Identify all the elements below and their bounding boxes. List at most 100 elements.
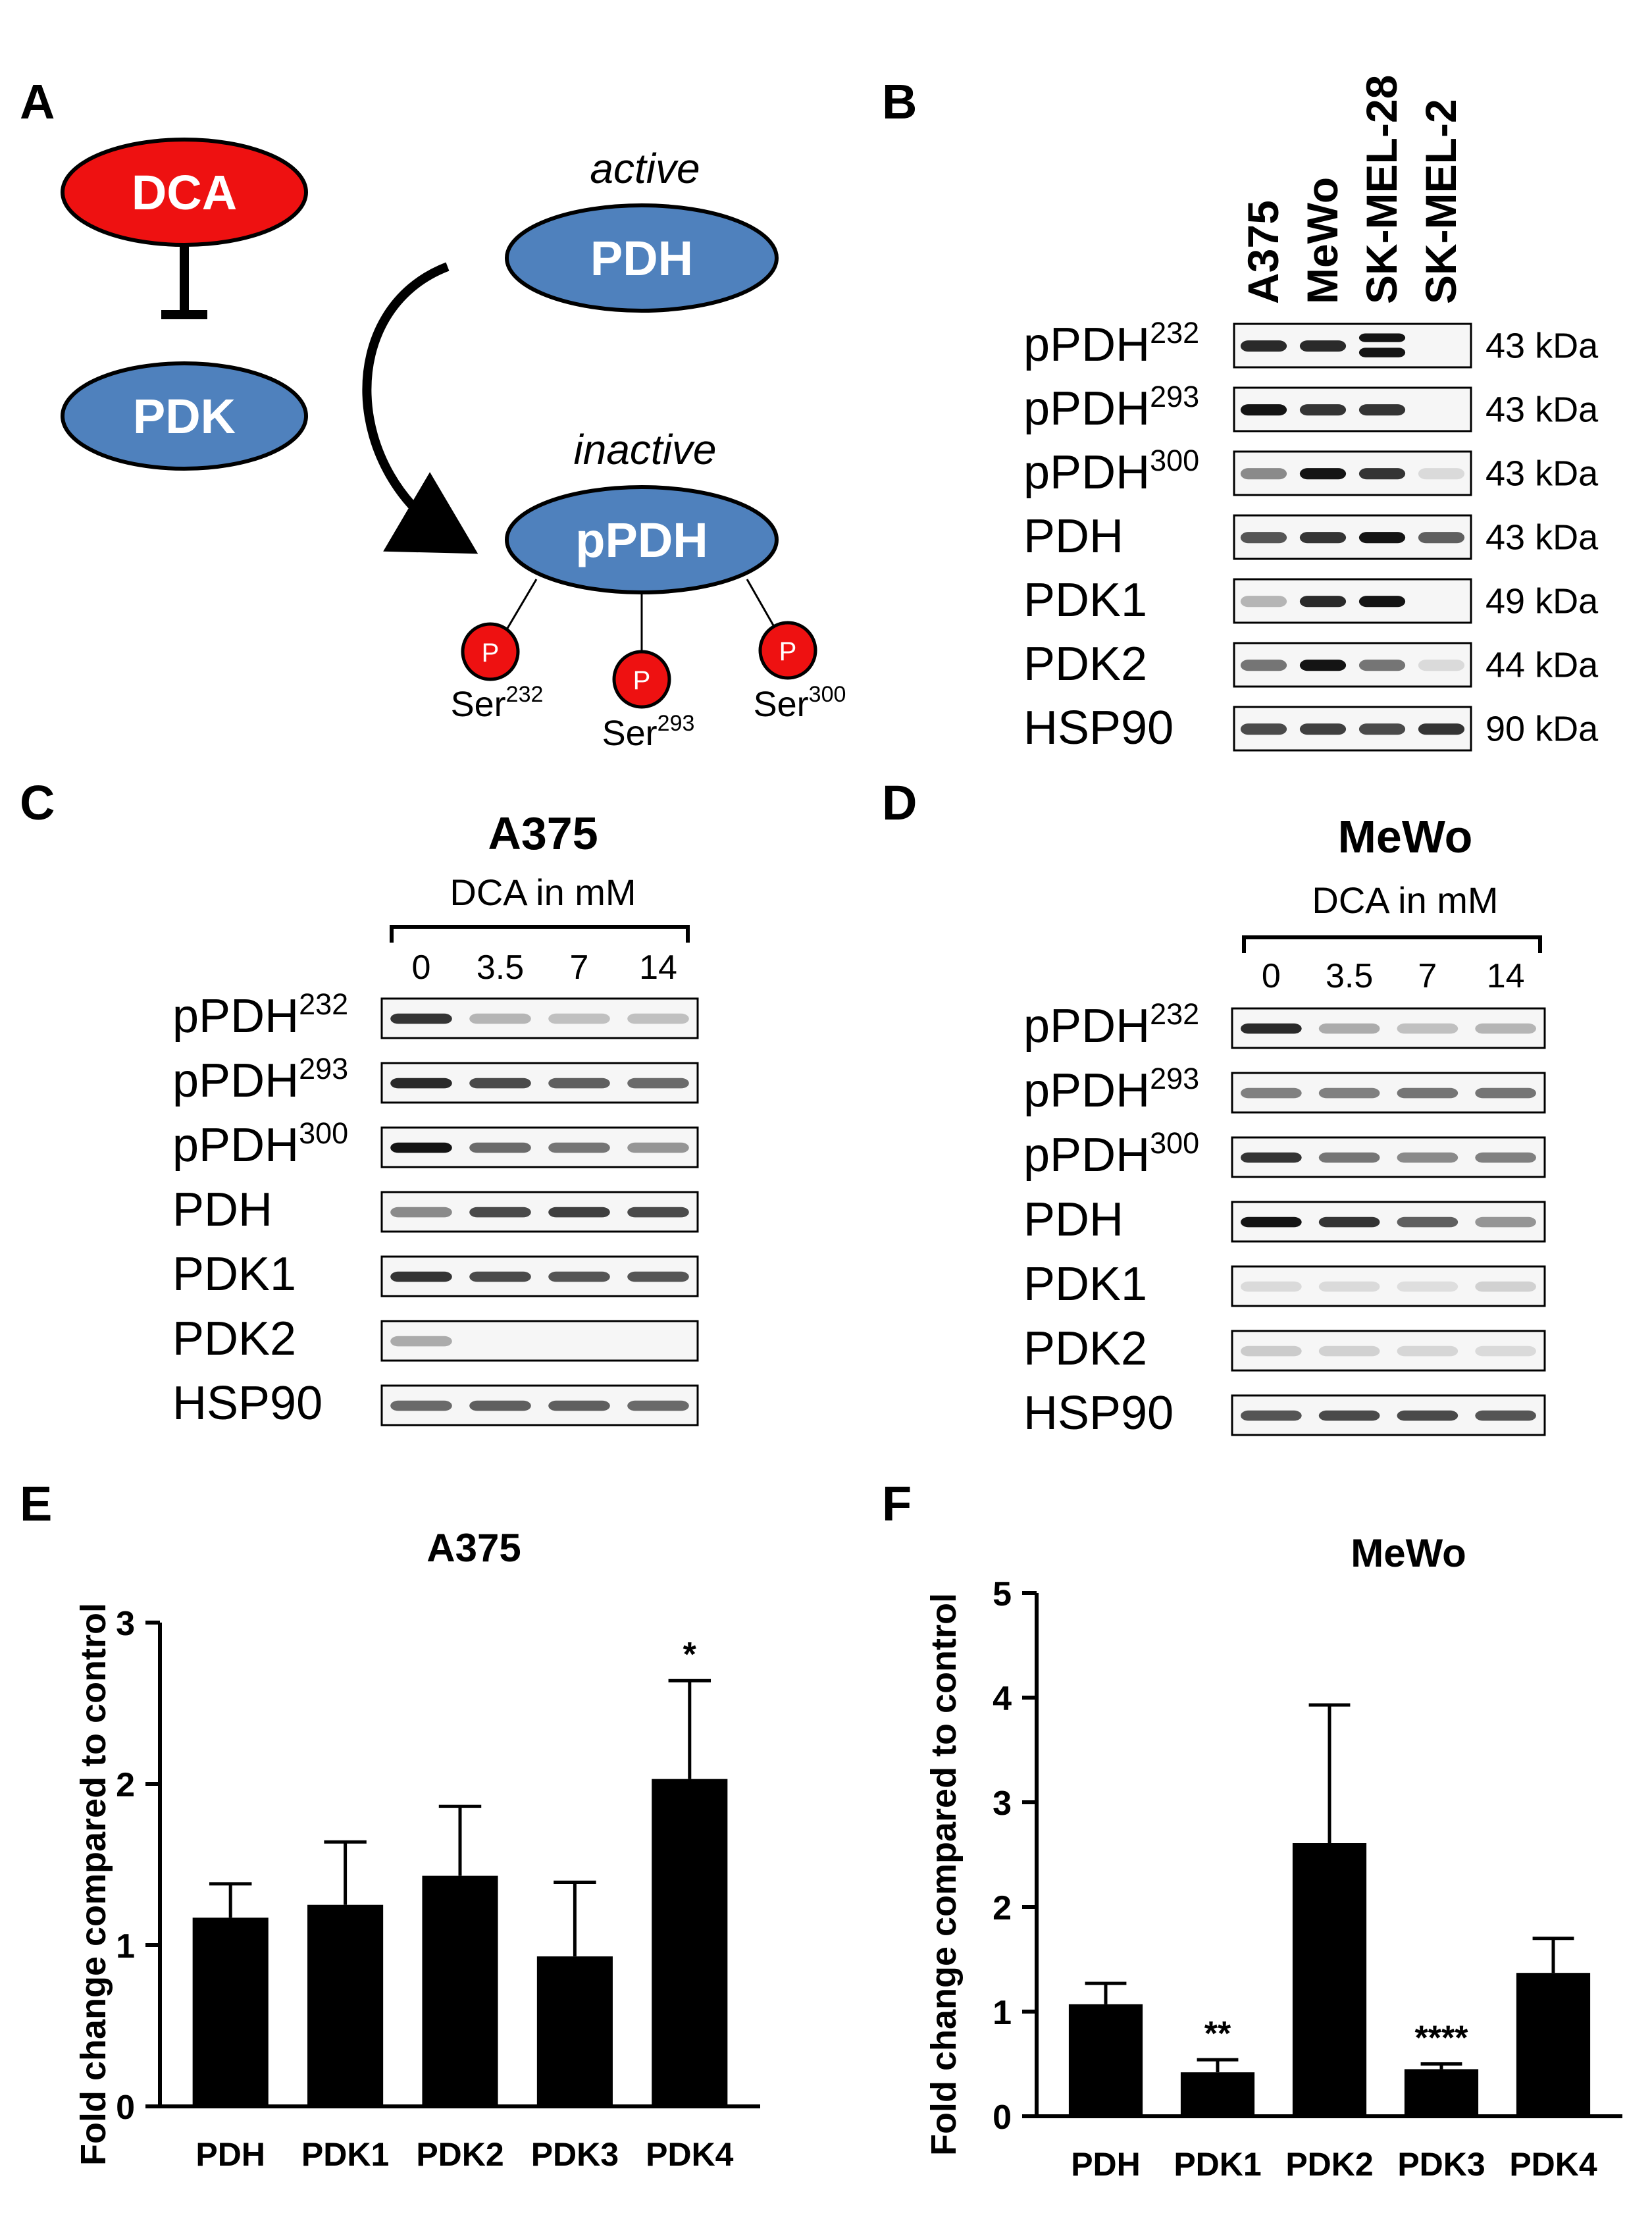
blot-band — [1318, 1410, 1380, 1421]
bar — [536, 1956, 613, 2106]
protein-name: HSP90 — [1023, 1387, 1174, 1440]
protein-name: pPDH — [1023, 319, 1150, 371]
phospho-p-232: P — [482, 638, 500, 667]
protein-name: PDK2 — [1023, 638, 1147, 691]
blot-band — [627, 1142, 689, 1153]
panel-a: A DCA PDK active PDH inactive pPDH P P P… — [20, 74, 846, 753]
x-tick-label: PDK2 — [416, 2136, 503, 2173]
blot-band — [1475, 1152, 1536, 1163]
blot-band — [1418, 468, 1465, 480]
blot-row-label: pPDH300 — [1023, 444, 1199, 499]
blot-row-label: pPDH293 — [172, 1052, 348, 1107]
blot-band — [548, 1013, 610, 1024]
dose-label: 14 — [639, 949, 677, 987]
blot-band — [1418, 723, 1465, 735]
protein-name: PDK2 — [172, 1313, 296, 1365]
y-tick-label: 4 — [993, 1680, 1012, 1718]
blot-band — [1358, 596, 1406, 608]
y-tick-label: 0 — [116, 2089, 135, 2127]
blot-band — [469, 1013, 531, 1024]
blot-band — [627, 1207, 689, 1218]
molecular-weight: 43 kDa — [1485, 517, 1599, 557]
blot-band — [1241, 1152, 1302, 1163]
blot-band — [390, 1336, 452, 1347]
x-tick-label: PDK1 — [1174, 2146, 1261, 2183]
blot-band — [1299, 468, 1347, 480]
dose-label: 3.5 — [1326, 957, 1373, 995]
blot-row-label: HSP90 — [1023, 702, 1174, 754]
dose-label: 7 — [570, 949, 589, 987]
blot-row-label: PDH — [1023, 510, 1123, 563]
blot-band — [1299, 404, 1347, 416]
panel-a-letter: A — [20, 74, 55, 129]
phospho-p-300: P — [779, 637, 797, 666]
blot-band — [1397, 1281, 1458, 1292]
blot-row-label: pPDH293 — [1023, 1062, 1199, 1117]
dose-label: 0 — [412, 949, 431, 987]
cell-line-label: SK-MEL-28 — [1357, 75, 1406, 304]
blot-band — [1241, 1410, 1302, 1421]
bar — [1404, 2069, 1479, 2116]
dose-label: 0 — [1262, 957, 1281, 995]
site-prefix: Ser — [451, 685, 506, 724]
blot-band — [1397, 1345, 1458, 1357]
blot-band — [390, 1271, 452, 1282]
dca-label: DCA — [132, 165, 237, 220]
blot-band — [1299, 596, 1347, 608]
blot-band — [469, 1271, 531, 1282]
panel-c-letter: C — [20, 775, 55, 830]
phospho-circle-300 — [758, 621, 817, 680]
blot-band — [1241, 1216, 1302, 1228]
molecular-weight: 43 kDa — [1485, 390, 1599, 429]
phospho-p-293: P — [633, 666, 651, 695]
blot-band — [548, 1400, 610, 1411]
significance-marker: * — [683, 1636, 697, 1674]
blot-band — [469, 1142, 531, 1153]
x-tick-label: PDK3 — [1397, 2146, 1485, 2183]
blot-row-label: pPDH232 — [172, 987, 348, 1043]
blot-band — [1397, 1023, 1458, 1034]
blot-band — [1241, 1281, 1302, 1292]
residue-number: 300 — [299, 1116, 348, 1150]
blot-band — [1240, 660, 1287, 671]
blot-band — [1475, 1216, 1536, 1228]
blot-band — [1318, 1023, 1380, 1034]
blot-row-label: PDK2 — [1023, 638, 1147, 691]
residue-number: 300 — [1150, 444, 1199, 477]
blot-band — [1240, 723, 1287, 735]
blot-band — [1318, 1087, 1380, 1099]
protein-name: pPDH — [172, 990, 299, 1043]
significance-marker: ** — [1204, 2015, 1231, 2053]
protein-name: pPDH — [1023, 1064, 1150, 1117]
x-tick-label: PDK3 — [531, 2136, 619, 2173]
blot-band — [627, 1013, 689, 1024]
blot-band — [1240, 404, 1287, 416]
blot-band — [1240, 468, 1287, 480]
blot-band — [1397, 1410, 1458, 1421]
blot-band — [1397, 1216, 1458, 1228]
blot-band — [1358, 404, 1406, 416]
panel-c-title: A375 — [488, 808, 598, 859]
blot-band — [1299, 660, 1347, 671]
chart-title: MeWo — [1351, 1531, 1466, 1575]
y-tick-label: 2 — [116, 1766, 135, 1804]
blot-band — [627, 1400, 689, 1411]
blot-row-label: pPDH300 — [172, 1116, 348, 1172]
blot-row-label: PDH — [1023, 1193, 1123, 1246]
blot-band — [627, 1271, 689, 1282]
residue-number: 300 — [1150, 1126, 1199, 1160]
site-number: 232 — [506, 682, 544, 707]
bar — [1068, 2004, 1143, 2116]
x-tick-label: PDK1 — [301, 2136, 389, 2173]
phospho-circle-293 — [612, 650, 671, 709]
molecular-weight: 43 kDa — [1485, 326, 1599, 365]
blot-row-label: pPDH232 — [1023, 316, 1199, 371]
blot-band — [1358, 468, 1406, 480]
site-number: 293 — [658, 711, 695, 736]
blot-band — [469, 1078, 531, 1089]
